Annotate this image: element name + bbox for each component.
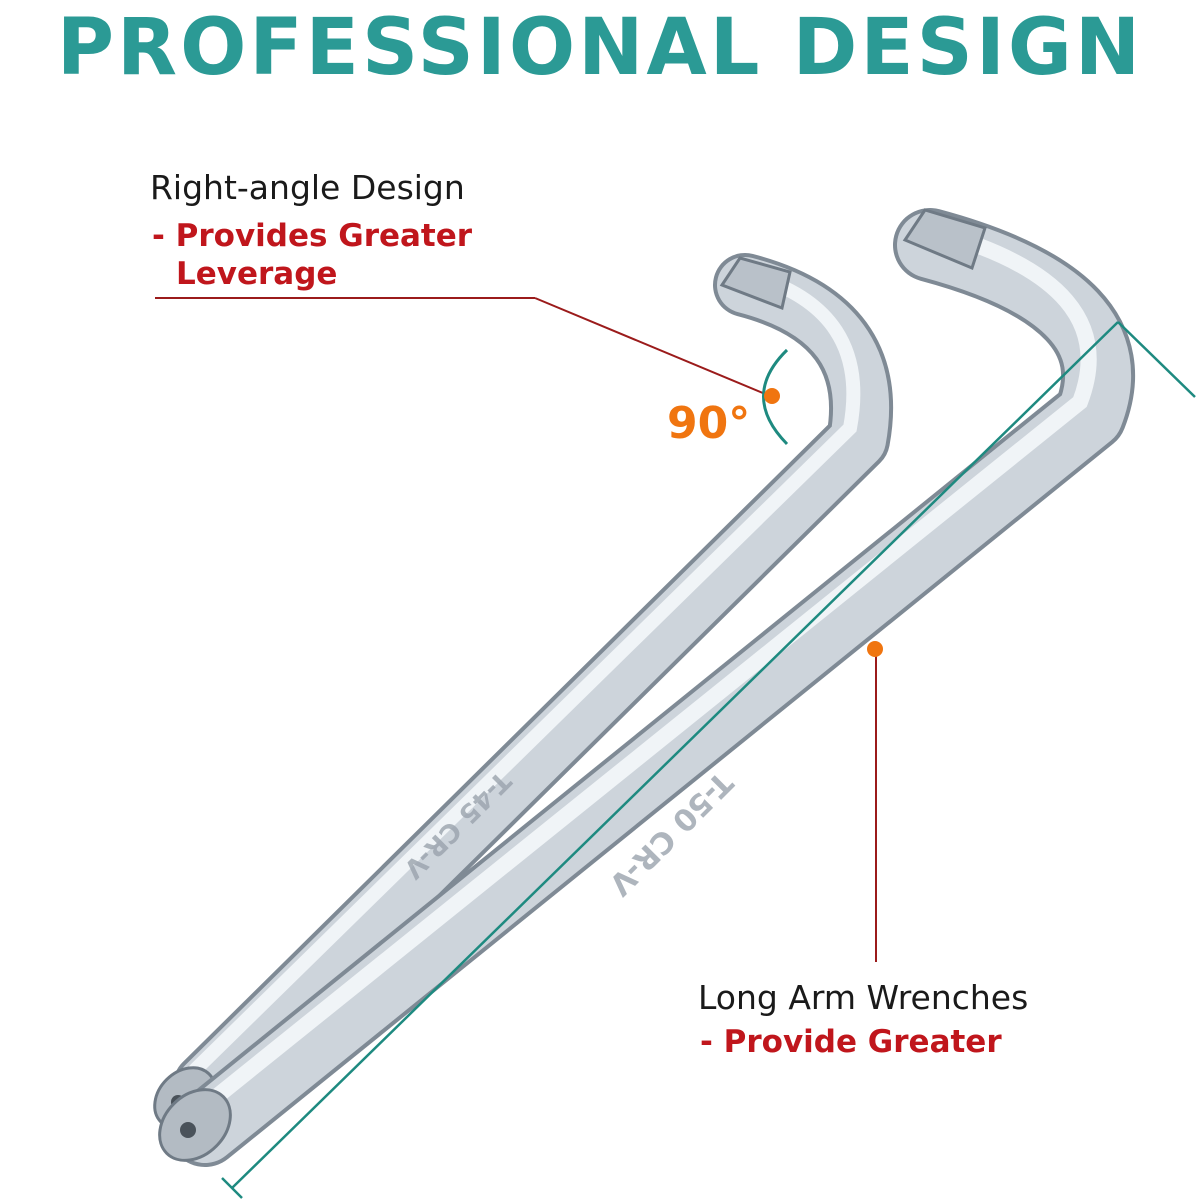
wrench-long-bottom-hole <box>180 1122 196 1138</box>
right-angle-leader-diagonal <box>534 297 771 397</box>
long-arm-leader <box>867 641 883 962</box>
right-angle-callout-title: Right-angle Design <box>150 168 465 207</box>
length-dimension <box>221 321 1196 1199</box>
angle-arc <box>762 348 789 446</box>
page-headline: PROFESSIONAL DESIGN <box>56 3 1144 93</box>
right-angle-callout-line1: - Provides Greater <box>152 218 473 254</box>
length-dimension-top-cap <box>1117 321 1196 398</box>
right-angle-leader <box>155 297 771 397</box>
wrench-long-bottom-tip <box>158 1088 232 1162</box>
long-arm-marker-dot <box>867 641 883 657</box>
right-angle-marker-dot <box>764 388 780 404</box>
long-arm-callout-line1: - Provide Greater <box>700 1024 1002 1060</box>
wrench-long-top-tip <box>902 208 987 271</box>
wrench-long-highlight <box>187 224 1097 1122</box>
wrench-short <box>153 253 894 1130</box>
right-angle-callout-line2: Leverage <box>176 256 338 292</box>
wrench-long <box>158 208 1136 1167</box>
wrench-short-top-tip <box>719 256 792 311</box>
long-arm-callout-title: Long Arm Wrenches <box>698 978 1029 1017</box>
length-dimension-main <box>231 321 1119 1189</box>
length-dimension-bottom-cap <box>221 1177 243 1199</box>
angle-label: 90° <box>667 398 751 449</box>
